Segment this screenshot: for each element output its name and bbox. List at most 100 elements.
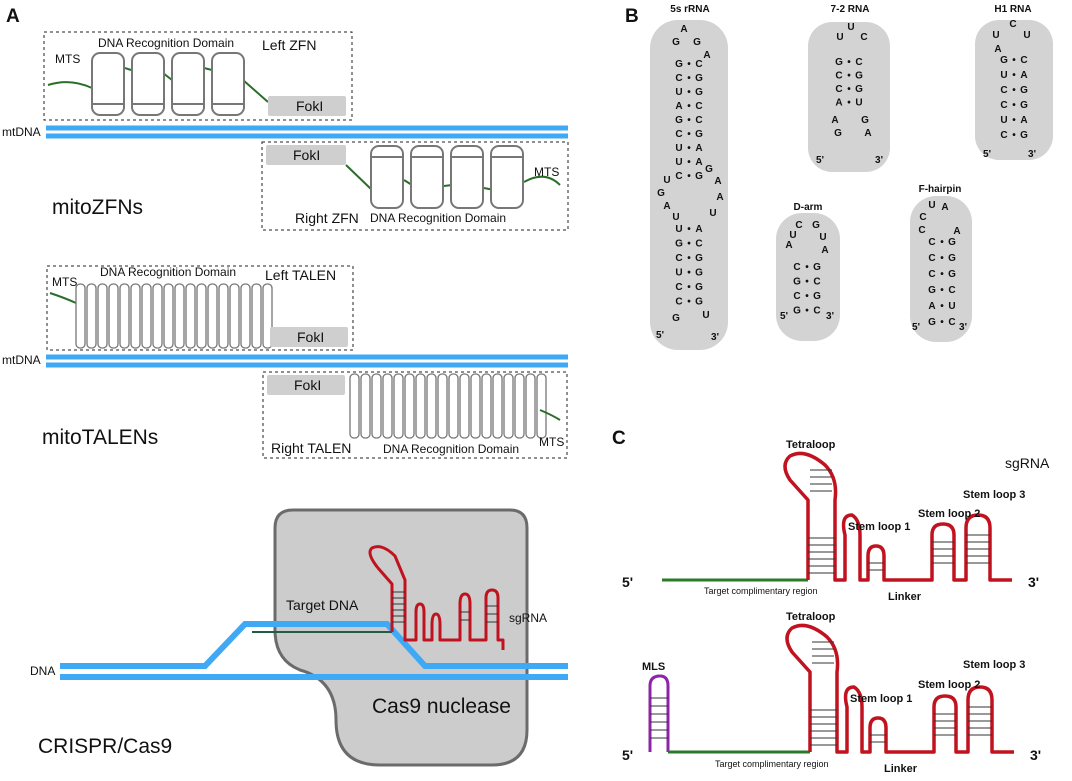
left-zfn-linker [47,67,269,103]
loop-base: U [672,212,679,223]
base-right: A [695,157,702,168]
right-zfn-linker [345,164,561,191]
tal-repeat [196,283,207,349]
tal-repeat [371,373,382,439]
tal-repeat [229,283,240,349]
left-mts-label: MTS [55,52,80,66]
base-left: C [835,84,842,95]
tal-repeat [207,283,218,349]
base-left: G [928,285,936,296]
five-s-5prime: 5' [656,330,664,341]
pair-dot: • [940,253,944,264]
tal-repeat [97,283,108,349]
mls-label: MLS [642,661,665,673]
base-left: C [675,282,682,293]
pair-dot: • [1012,130,1016,141]
linker-label-bottom: Linker [884,763,918,775]
loop-base: U [819,232,826,243]
mls-rungs [650,697,668,739]
sgrna-rungs [392,591,498,623]
base-left: C [835,71,842,82]
tal-repeat [437,373,448,439]
tal-repeat [141,283,152,349]
tal-repeat [459,373,470,439]
base-right: G [695,268,703,279]
pair-dot: • [847,57,851,68]
base-right: G [855,71,863,82]
pair-dot: • [687,59,691,70]
h1-3prime: 3' [1028,149,1036,160]
loop-base: A [680,24,687,35]
tal-repeat [349,373,360,439]
loop-base: G [705,164,713,175]
base-left: C [675,73,682,84]
tal-repeat [130,283,141,349]
loop-base: A [714,176,721,187]
tal-repeat [514,373,525,439]
loop-base: A [831,115,838,126]
base-left: A [928,301,935,312]
loop-base: G [693,37,701,48]
pair-dot: • [687,268,691,279]
tal-repeat [404,373,415,439]
base-left: G [835,57,843,68]
panel-label-a: A [6,6,20,27]
sgrna-top-rungs [808,469,990,574]
pair-dot: • [805,306,809,317]
tal-repeat [503,373,514,439]
target-dna-label: Target DNA [286,597,359,613]
tal-repeat [108,283,119,349]
loop-base: G [672,37,680,48]
base-right: G [948,253,956,264]
loop-base: U [1023,30,1030,41]
left-domain-label: DNA Recognition Domain [98,36,234,50]
loop-base: A [953,226,960,237]
pair-dot: • [940,301,944,312]
pair-dot: • [687,224,691,235]
loop-base: C [860,32,867,43]
left-zfn-fingers [91,52,245,116]
loop-base: G [657,188,665,199]
right-zfn-name: Right ZFN [295,210,359,226]
sgrna-structure-plain [662,451,1012,582]
loop-base: G [861,115,869,126]
tal-repeat [152,283,163,349]
pair-dot: • [687,171,691,182]
h1-5prime: 5' [983,149,991,160]
panel-label-b: B [625,6,639,27]
pair-dot: • [847,71,851,82]
seven-two-rna-backdrop [808,22,890,172]
left-talen-foki-label: FokI [297,329,324,345]
loop-base: G [834,128,842,139]
pair-dot: • [687,239,691,250]
crispr-dna-label: DNA [30,664,55,678]
panel-label-c: C [612,428,626,449]
loop-base: G [672,313,680,324]
base-left: U [675,224,682,235]
base-right: G [695,87,703,98]
base-left: U [1000,70,1007,81]
linker-label-top: Linker [888,591,922,603]
tal-repeat [163,283,174,349]
left-zfn-name: Left ZFN [262,37,316,53]
tal-repeat [415,373,426,439]
base-right: G [695,73,703,84]
left-foki-box [268,96,346,116]
pair-dot: • [1012,85,1016,96]
zfn-title: mitoZFNs [52,196,143,219]
base-right: C [695,59,702,70]
pair-dot: • [687,253,691,264]
pair-dot: • [940,317,944,328]
left-talen-mts-label: MTS [52,275,77,289]
base-right: C [813,277,820,288]
pair-dot: • [1012,115,1016,126]
loop-base: C [1009,19,1016,30]
seven-two-5prime: 5' [816,155,824,166]
right-zfn-fingers [370,145,524,209]
base-left: U [675,268,682,279]
loop-base: U [663,175,670,186]
right-talen-name: Right TALEN [271,440,351,456]
tal-repeat [119,283,130,349]
base-left: G [675,239,683,250]
zfn-diagram: FokI MTS DNA Recognition Domain Left ZFN… [2,31,569,231]
